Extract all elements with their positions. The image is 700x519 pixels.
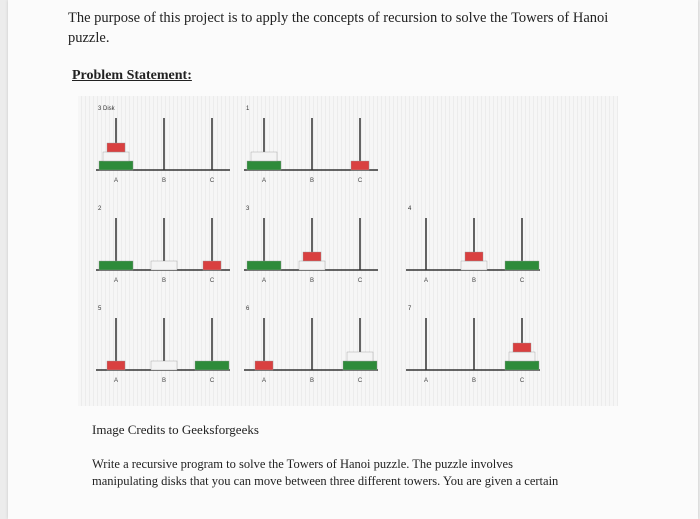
disk-small bbox=[302, 251, 322, 262]
disk-large bbox=[194, 360, 230, 371]
intro-line-2: puzzle. bbox=[68, 30, 110, 46]
step-panel-2: 2A B C bbox=[96, 206, 230, 284]
step-panel-7: 7A B C bbox=[406, 306, 540, 384]
peg-label-c: C bbox=[210, 378, 215, 384]
disk-medium bbox=[150, 360, 178, 371]
peg-label-a: A bbox=[262, 178, 266, 184]
peg-label-a: A bbox=[424, 378, 428, 384]
disk-large bbox=[98, 160, 134, 171]
peg-label-a: A bbox=[262, 378, 266, 384]
step-label: 4 bbox=[408, 206, 412, 212]
disk-medium bbox=[298, 260, 326, 271]
step-label: 2 bbox=[98, 206, 102, 212]
peg-label-c: C bbox=[358, 378, 363, 384]
intro-line-1: The purpose of this project is to apply … bbox=[68, 10, 609, 26]
disk-small bbox=[106, 142, 126, 153]
peg-label-a: A bbox=[262, 278, 266, 284]
step-label: 3 bbox=[246, 206, 250, 212]
disk-small bbox=[512, 342, 532, 353]
peg-label-c: C bbox=[358, 178, 363, 184]
disk-medium bbox=[508, 351, 536, 362]
disk-small bbox=[464, 251, 484, 262]
disk-large bbox=[98, 260, 134, 271]
intro-paragraph: The purpose of this project is to apply … bbox=[68, 8, 628, 48]
disk-large bbox=[246, 260, 282, 271]
step-label: 5 bbox=[98, 306, 102, 312]
disk-large bbox=[504, 260, 540, 271]
disk-large bbox=[342, 360, 378, 371]
peg-label-a: A bbox=[114, 378, 118, 384]
peg-label-b: B bbox=[162, 278, 166, 284]
peg-label-c: C bbox=[358, 278, 363, 284]
peg-label-b: B bbox=[472, 378, 476, 384]
problem-statement-heading: Problem Statement: bbox=[72, 68, 192, 83]
step-label: 3 Disk bbox=[98, 106, 116, 112]
step-panel-3: 3A B C bbox=[244, 206, 378, 284]
step-panel-6: 6A B C bbox=[244, 306, 378, 384]
problem-paragraph: Write a recursive program to solve the T… bbox=[92, 456, 612, 490]
disk-small bbox=[254, 360, 274, 371]
peg-label-c: C bbox=[210, 178, 215, 184]
peg-label-b: B bbox=[162, 178, 166, 184]
disk-large bbox=[246, 160, 282, 171]
peg-label-b: B bbox=[310, 378, 314, 384]
peg-label-b: B bbox=[472, 278, 476, 284]
disk-large bbox=[504, 360, 540, 371]
disk-medium bbox=[460, 260, 488, 271]
disk-medium bbox=[102, 151, 130, 162]
peg-label-c: C bbox=[210, 278, 215, 284]
step-label: 7 bbox=[408, 306, 412, 312]
peg-label-b: B bbox=[162, 378, 166, 384]
step-panel-4: 4A B C bbox=[406, 206, 540, 284]
peg-label-c: C bbox=[520, 278, 525, 284]
disk-small bbox=[350, 160, 370, 171]
step-label: 6 bbox=[246, 306, 250, 312]
paragraph-line-2: manipulating disks that you can move bet… bbox=[92, 474, 559, 488]
peg-label-a: A bbox=[114, 278, 118, 284]
peg-label-a: A bbox=[424, 278, 428, 284]
step-label: 1 bbox=[246, 106, 250, 112]
image-credits: Image Credits to Geeksforgeeks bbox=[92, 422, 259, 437]
disk-medium bbox=[150, 260, 178, 271]
step-panel-1: 1A B C bbox=[244, 106, 378, 184]
peg-label-b: B bbox=[310, 178, 314, 184]
peg-label-a: A bbox=[114, 178, 118, 184]
paragraph-line-1: Write a recursive program to solve the T… bbox=[92, 457, 513, 471]
disk-medium bbox=[250, 151, 278, 162]
peg-label-c: C bbox=[520, 378, 525, 384]
document-page: The purpose of this project is to apply … bbox=[8, 0, 698, 519]
disk-small bbox=[106, 360, 126, 371]
peg-label-b: B bbox=[310, 278, 314, 284]
disk-small bbox=[202, 260, 222, 271]
disk-medium bbox=[346, 351, 374, 362]
step-panel-5: 5A B C bbox=[96, 306, 230, 384]
